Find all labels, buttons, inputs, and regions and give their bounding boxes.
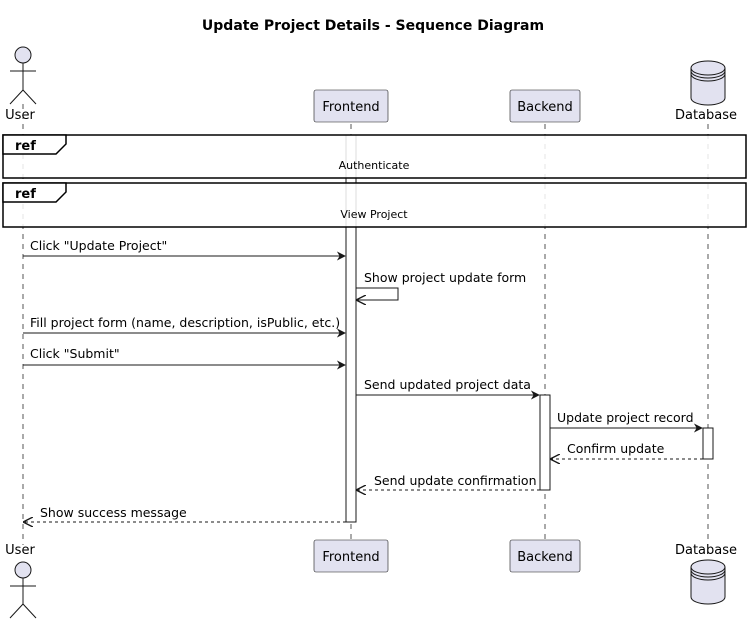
participant-label-backend: Backend xyxy=(517,100,573,115)
actor-user-bottom: User xyxy=(5,543,37,619)
ref-frame-view-project: ref View Project xyxy=(2,182,747,228)
participant-label-frontend: Frontend xyxy=(322,550,379,565)
actor-user-top: User xyxy=(5,46,37,123)
message-label: Show success message xyxy=(40,505,187,520)
ref-label-view-project: View Project xyxy=(340,208,408,221)
diagram-title: Update Project Details - Sequence Diagra… xyxy=(202,18,544,34)
ref-tag: ref xyxy=(15,139,36,154)
message-label: Send updated project data xyxy=(364,377,531,392)
message-label: Fill project form (name, description, is… xyxy=(30,315,340,330)
message-label: Update project record xyxy=(557,410,694,425)
activation-backend xyxy=(539,394,551,491)
message-1: Click "Update Project" xyxy=(23,238,346,261)
message-7: Confirm update xyxy=(551,441,703,459)
participant-backend-bottom: Backend xyxy=(509,539,581,573)
database-icon-top: Database xyxy=(675,60,737,123)
message-label: Send update confirmation xyxy=(374,473,537,488)
participant-label-database: Database xyxy=(675,543,737,558)
message-8: Send update confirmation xyxy=(357,473,540,490)
participant-label-database: Database xyxy=(675,108,737,123)
participant-label-frontend: Frontend xyxy=(322,100,379,115)
participant-frontend-top: Frontend xyxy=(313,89,389,123)
ref-frame-authenticate: ref Authenticate xyxy=(2,134,747,179)
message-5: Send updated project data xyxy=(356,377,540,400)
participant-frontend-bottom: Frontend xyxy=(313,539,389,573)
database-icon-bottom: Database xyxy=(675,543,737,605)
message-3: Fill project form (name, description, is… xyxy=(23,315,346,338)
participant-label-backend: Backend xyxy=(517,550,573,565)
message-9: Show success message xyxy=(24,505,346,522)
message-label: Show project update form xyxy=(364,270,526,285)
participant-label-user: User xyxy=(5,543,35,558)
participant-backend-top: Backend xyxy=(509,89,581,123)
message-label: Click "Update Project" xyxy=(30,238,167,253)
ref-label-authenticate: Authenticate xyxy=(339,159,410,172)
message-label: Click "Submit" xyxy=(30,346,120,361)
message-4: Click "Submit" xyxy=(23,346,346,370)
activation-database xyxy=(702,427,714,460)
ref-tag: ref xyxy=(15,187,36,202)
message-2: Show project update form xyxy=(356,270,526,300)
message-label: Confirm update xyxy=(567,441,665,456)
message-6: Update project record xyxy=(550,410,703,433)
participant-label-user: User xyxy=(5,108,35,123)
